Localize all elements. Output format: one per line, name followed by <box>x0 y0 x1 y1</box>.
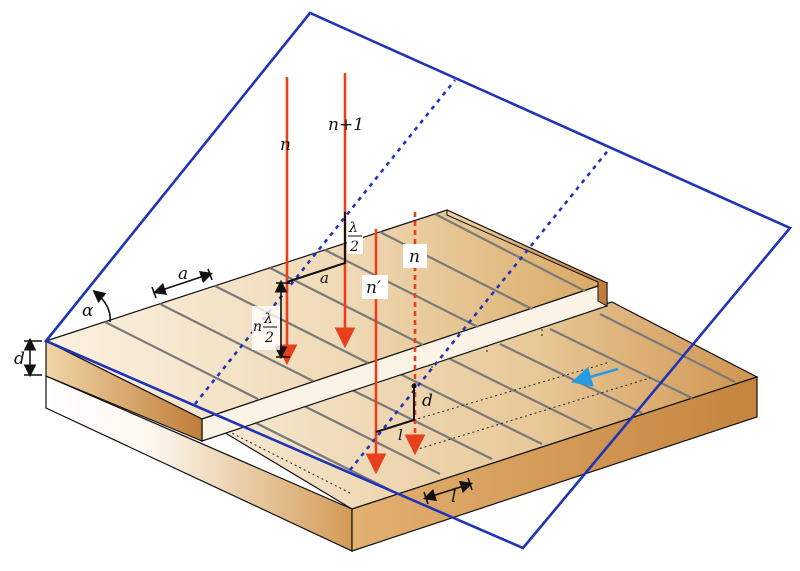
incidence-plane <box>43 11 793 550</box>
a-dimension <box>151 268 214 299</box>
n-lambda-denominator: 2 <box>264 330 274 346</box>
lambda-denominator: 2 <box>349 239 359 255</box>
n-lambda-numerator: λ <box>263 311 273 327</box>
lambda-numerator: λ <box>348 220 358 236</box>
construction-lower <box>375 387 415 433</box>
lower-slab-right-face <box>351 376 758 552</box>
label-n-right-box: n <box>403 244 427 268</box>
label-ray-n: n <box>280 135 291 155</box>
plane-dashed-lines <box>193 79 612 471</box>
n-prefix: n <box>253 319 262 335</box>
n-lambda-bracket <box>274 279 290 360</box>
lower-slab <box>45 301 759 552</box>
upper-slab-back-right <box>446 209 608 307</box>
label-a-top: a <box>178 264 188 284</box>
d-dimension <box>23 337 42 378</box>
label-d-left: d <box>14 349 25 369</box>
construction-upper <box>286 212 346 283</box>
n-lambda-half: n λ 2 <box>252 306 280 350</box>
label-ray-n-plus-1: n+1 <box>328 115 364 135</box>
label-ray-n-right: n <box>409 247 420 267</box>
label-a-step: a <box>320 269 329 287</box>
label-alpha: α <box>82 301 94 321</box>
lambda-half-upper: λ 2 <box>347 218 363 255</box>
l-dimension <box>422 477 474 505</box>
lower-grooves <box>249 313 736 491</box>
upper-slab <box>44 209 609 442</box>
label-n-prime-box: n′ <box>362 275 388 299</box>
label-d-lower: d <box>422 391 433 411</box>
plane-outline <box>43 11 793 550</box>
blue-arrow <box>571 366 619 387</box>
upper-grooves <box>104 213 586 400</box>
upper-slab-left-face <box>45 340 203 442</box>
label-ray-n-prime: n′ <box>366 278 381 298</box>
label-l-lower: l <box>398 426 403 444</box>
alpha-arc <box>92 289 112 323</box>
label-l-bottom: l <box>451 487 456 507</box>
path-construction <box>286 212 417 433</box>
